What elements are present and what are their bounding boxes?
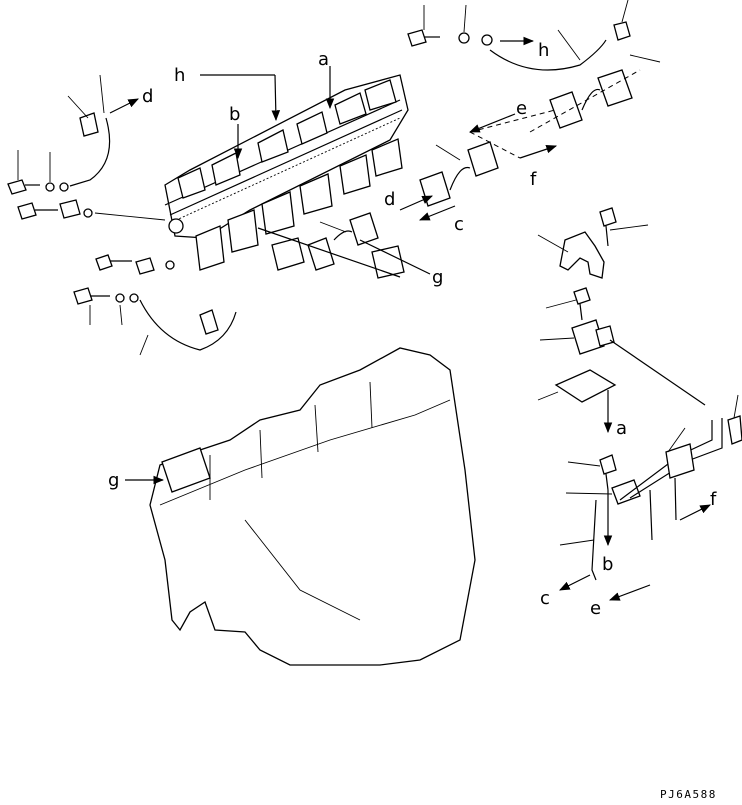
- label-f-right: f: [710, 489, 717, 510]
- label-g-low: g: [108, 470, 119, 491]
- label-d-left: d: [142, 86, 153, 107]
- fastener-group-left: [7, 112, 237, 351]
- engine-block: [149, 347, 476, 666]
- label-f-mid: f: [530, 169, 537, 190]
- label-c-right: c: [540, 588, 550, 609]
- cylinder-head-assembly: [164, 74, 409, 271]
- label-h-left: h: [174, 65, 185, 86]
- label-e-mid: e: [516, 98, 527, 119]
- label-d-mid: d: [384, 189, 395, 210]
- drawing-code: PJ6A588: [660, 788, 717, 801]
- relay-bracket-assembly: [554, 207, 742, 581]
- label-a-right: a: [616, 418, 627, 439]
- label-b-top: b: [229, 104, 240, 125]
- label-g-mid: g: [432, 267, 443, 288]
- label-set: a b h h d d e f c g g a b c e f: [108, 40, 717, 619]
- gasket-group: [271, 237, 405, 279]
- label-h-right: h: [538, 40, 549, 61]
- fastener-group-top-right: [407, 21, 631, 71]
- label-a-top: a: [318, 49, 329, 70]
- heater-wire-set: [307, 69, 633, 271]
- label-leaders: [17, 0, 739, 601]
- label-e-right: e: [590, 598, 601, 619]
- label-c-mid: c: [454, 214, 464, 235]
- label-b-right: b: [602, 554, 613, 575]
